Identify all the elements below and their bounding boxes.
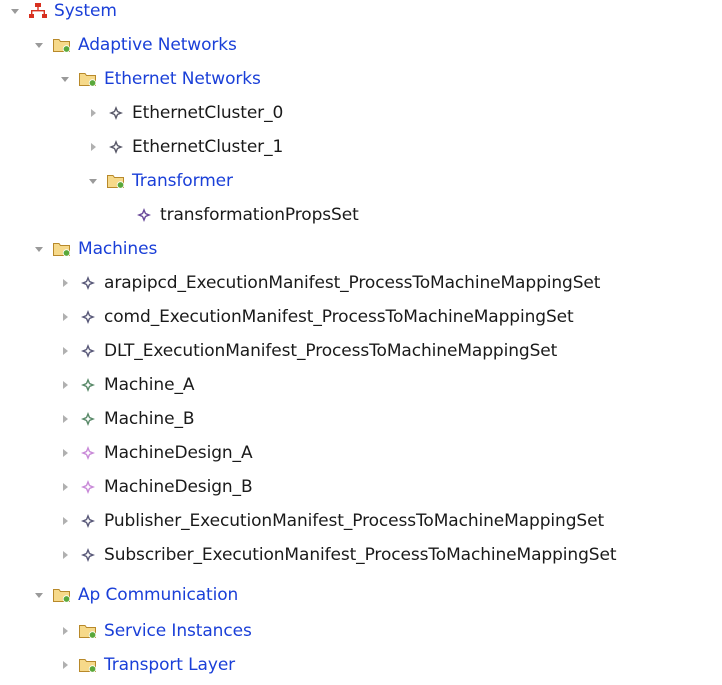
tree-node-label: MachineDesign_A bbox=[104, 443, 253, 463]
element-icon bbox=[78, 512, 98, 530]
tree-node-label: EthernetCluster_0 bbox=[132, 103, 284, 123]
collapse-twisty-icon[interactable] bbox=[8, 4, 22, 18]
tree-node-service-instances[interactable]: Service Instances bbox=[58, 614, 252, 648]
tree-node-label: Publisher_ExecutionManifest_ProcessToMac… bbox=[104, 511, 605, 531]
expand-twisty-icon[interactable] bbox=[86, 106, 100, 120]
tree-node-label: Transformer bbox=[132, 171, 233, 191]
element-icon bbox=[78, 308, 98, 326]
expand-twisty-icon[interactable] bbox=[58, 310, 72, 324]
tree-node-ethernet-cluster-0[interactable]: EthernetCluster_0 bbox=[86, 96, 283, 130]
tree-node-label: System bbox=[54, 1, 117, 21]
collapse-twisty-icon[interactable] bbox=[58, 72, 72, 86]
expand-twisty-icon[interactable] bbox=[86, 140, 100, 154]
tree-node-label: Transport Layer bbox=[104, 655, 236, 675]
tree-node-label: arapipcd_ExecutionManifest_ProcessToMach… bbox=[104, 273, 601, 293]
tree-node-ethernet-networks[interactable]: Ethernet Networks bbox=[58, 62, 261, 96]
tree-node-label: EthernetCluster_1 bbox=[132, 137, 284, 157]
tree-node-label: Machine_A bbox=[104, 375, 195, 395]
machine-icon bbox=[78, 376, 98, 394]
tree-node-ap-communication[interactable]: Ap Communication bbox=[32, 578, 238, 612]
tree-node-arapipcd-mapping-set[interactable]: arapipcd_ExecutionManifest_ProcessToMach… bbox=[58, 266, 600, 300]
collapse-twisty-icon[interactable] bbox=[86, 174, 100, 188]
collapse-twisty-icon[interactable] bbox=[32, 242, 46, 256]
folder-icon bbox=[78, 622, 98, 640]
expand-twisty-icon[interactable] bbox=[58, 480, 72, 494]
tree-node-label: DLT_ExecutionManifest_ProcessToMachineMa… bbox=[104, 341, 558, 361]
folder-icon bbox=[106, 172, 126, 190]
machine-icon bbox=[78, 410, 98, 428]
tree-node-label: Machine_B bbox=[104, 409, 195, 429]
collapse-twisty-icon[interactable] bbox=[32, 588, 46, 602]
tree-node-label: MachineDesign_B bbox=[104, 477, 253, 497]
machine-design-icon bbox=[78, 444, 98, 462]
tree-node-label: Service Instances bbox=[104, 621, 252, 641]
tree-node-transport-layer[interactable]: Transport Layer bbox=[58, 648, 235, 682]
tree-node-label: Subscriber_ExecutionManifest_ProcessToMa… bbox=[104, 545, 617, 565]
tree-node-dlt-mapping-set[interactable]: DLT_ExecutionManifest_ProcessToMachineMa… bbox=[58, 334, 557, 368]
tree-node-ethernet-cluster-1[interactable]: EthernetCluster_1 bbox=[86, 130, 283, 164]
folder-icon bbox=[52, 586, 72, 604]
element-icon bbox=[78, 274, 98, 292]
tree-node-label: comd_ExecutionManifest_ProcessToMachineM… bbox=[104, 307, 574, 327]
expand-twisty-icon[interactable] bbox=[58, 412, 72, 426]
tree-node-label: Adaptive Networks bbox=[78, 35, 237, 55]
folder-icon bbox=[78, 656, 98, 674]
tree-node-adaptive-networks[interactable]: Adaptive Networks bbox=[32, 28, 237, 62]
tree-node-machines[interactable]: Machines bbox=[32, 232, 157, 266]
tree-node-label: Ethernet Networks bbox=[104, 69, 261, 89]
tree-node-label: transformationPropsSet bbox=[160, 205, 359, 225]
tree-node-label: Machines bbox=[78, 239, 158, 259]
folder-icon bbox=[78, 70, 98, 88]
expand-twisty-icon[interactable] bbox=[58, 276, 72, 290]
element-icon bbox=[78, 342, 98, 360]
tree-node-label: Ap Communication bbox=[78, 585, 239, 605]
ethernet-cluster-icon bbox=[106, 138, 126, 156]
tree-node-machine-design-b[interactable]: MachineDesign_B bbox=[58, 470, 253, 504]
folder-icon bbox=[52, 36, 72, 54]
transformation-props-icon bbox=[134, 206, 154, 224]
tree-node-comd-mapping-set[interactable]: comd_ExecutionManifest_ProcessToMachineM… bbox=[58, 300, 574, 334]
tree-node-publisher-mapping-set[interactable]: Publisher_ExecutionManifest_ProcessToMac… bbox=[58, 504, 604, 538]
expand-twisty-icon[interactable] bbox=[58, 514, 72, 528]
tree-node-transformer[interactable]: Transformer bbox=[86, 164, 233, 198]
folder-icon bbox=[52, 240, 72, 258]
expand-twisty-icon[interactable] bbox=[58, 446, 72, 460]
tree-node-machine-design-a[interactable]: MachineDesign_A bbox=[58, 436, 253, 470]
expand-twisty-icon[interactable] bbox=[58, 344, 72, 358]
system-icon bbox=[28, 2, 48, 20]
expand-twisty-icon[interactable] bbox=[58, 624, 72, 638]
expand-twisty-icon[interactable] bbox=[58, 658, 72, 672]
expand-twisty-icon[interactable] bbox=[58, 378, 72, 392]
element-icon bbox=[78, 546, 98, 564]
machine-design-icon bbox=[78, 478, 98, 496]
expand-twisty-icon[interactable] bbox=[58, 548, 72, 562]
collapse-twisty-icon[interactable] bbox=[32, 38, 46, 52]
tree-node-machine-b[interactable]: Machine_B bbox=[58, 402, 195, 436]
tree-node-system[interactable]: System bbox=[8, 0, 117, 28]
tree-node-machine-a[interactable]: Machine_A bbox=[58, 368, 195, 402]
tree-node-subscriber-mapping-set[interactable]: Subscriber_ExecutionManifest_ProcessToMa… bbox=[58, 538, 617, 572]
tree-node-transformation-props-set[interactable]: transformationPropsSet bbox=[134, 198, 359, 232]
ethernet-cluster-icon bbox=[106, 104, 126, 122]
